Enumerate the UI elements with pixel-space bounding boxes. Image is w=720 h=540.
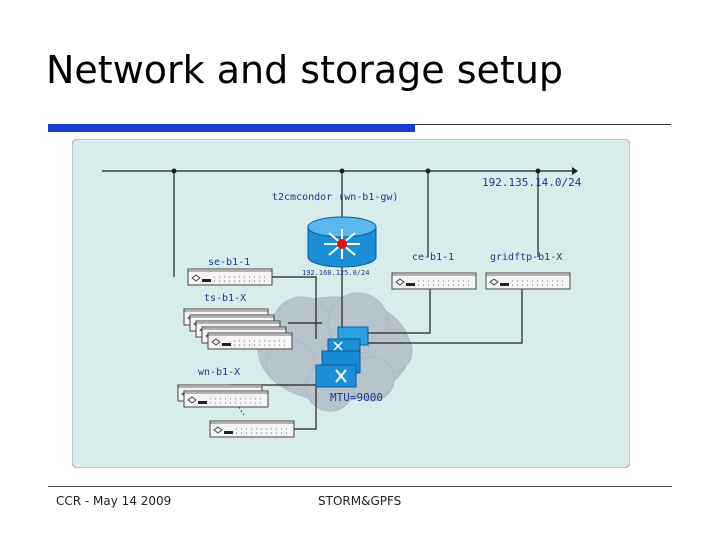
router-label: t2cmcondor (wn-b1-gw) (272, 192, 398, 203)
network-diagram: 192.135.14.0/24 t2cmcondor (wn-b1-gw) 19… (72, 139, 630, 468)
footer-rule (48, 486, 672, 487)
ce-label: ce-b1-1 (412, 252, 454, 263)
server-wn-stack (177, 384, 269, 408)
slide-title: Network and storage setup (46, 48, 564, 92)
wn-label: wn-b1-X (198, 367, 240, 378)
title-accent-bar (48, 124, 415, 132)
footer-topic: STORM&GPFS (318, 494, 402, 508)
server-wn-last (209, 420, 295, 438)
server-ce (391, 272, 477, 290)
router-icon (307, 216, 377, 268)
public-subnet-label: 192.135.14.0/24 (482, 176, 582, 189)
server-gridftp (485, 272, 571, 290)
public-backbone (102, 170, 572, 277)
server-se (187, 268, 273, 286)
switch-label: MTU=9000 (330, 391, 383, 404)
ts-label: ts-b1-X (204, 293, 246, 304)
private-subnet-label: 192.168.125.0/24 (302, 269, 369, 277)
title-rule (415, 124, 671, 125)
footer-date: CCR - May 14 2009 (56, 494, 172, 508)
gridftp-label: gridftp-b1-X (490, 252, 562, 263)
se-label: se-b1-1 (208, 257, 250, 268)
switch-stack-icon (315, 326, 369, 388)
